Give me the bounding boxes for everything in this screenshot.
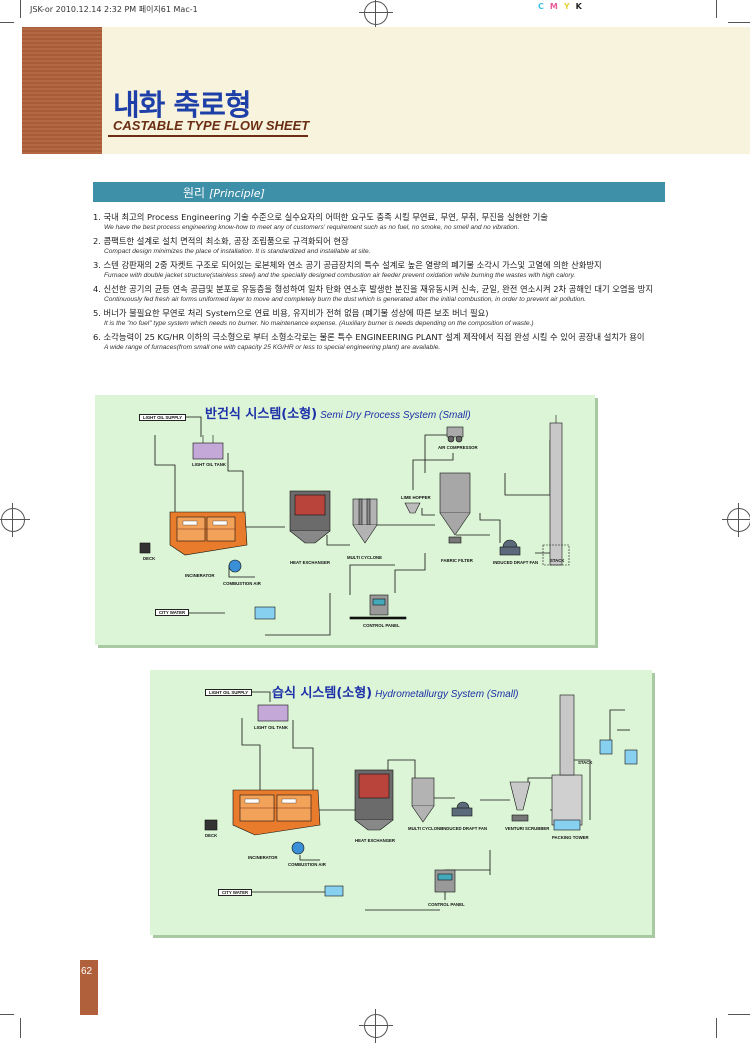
page-number: 62 <box>81 966 93 977</box>
crop-mark <box>728 22 750 23</box>
label-lime-hopper: LIME HOPPER <box>401 495 431 500</box>
label-stack: STACK <box>578 760 593 765</box>
diagram-title-en: Hydrometallurgy System (Small) <box>375 689 519 700</box>
label-city-water: CITY WATER <box>218 889 253 896</box>
registration-mark <box>359 1009 393 1043</box>
item-text-ko: 2. 콤팩트한 설계로 설치 면적의 최소화, 공장 조립품으로 규격화되어 현… <box>93 236 349 246</box>
label-air-compressor: AIR COMPRESSOR <box>438 445 478 450</box>
label-combustion-air: COMBUSTION AIR <box>288 862 326 867</box>
page-number-block <box>80 960 98 1015</box>
section-heading-en: [Principle] <box>209 187 265 200</box>
crop-mark <box>728 1014 750 1015</box>
label-light-oil-supply: LIGHT OIL SUPPLY <box>205 689 253 696</box>
item-text-ko: 5. 버너가 불필요한 무연로 처리 System으로 연료 비용, 유지비가 … <box>93 308 489 318</box>
item-text-en: Furnace with double jacket structure(sta… <box>104 272 576 279</box>
cmyk-marks: CMYK <box>538 2 588 11</box>
label-light-oil-tank: LIGHT OIL TANK <box>192 462 226 467</box>
title-underline <box>108 135 308 137</box>
label-stack: STACK <box>550 558 565 563</box>
label-packing-tower: PACKING TOWER <box>552 835 589 840</box>
label-light-oil-tank: LIGHT OIL TANK <box>254 725 288 730</box>
label-induced-draft-fan: INDUCED DRAFT FAN <box>493 560 539 565</box>
item-text-ko: 3. 스텐 강판재의 2중 자켓트 구조로 되어있는 로본체와 연소 공기 공급… <box>93 260 602 270</box>
header-accent-block <box>22 27 102 154</box>
label-multi-cyclone: MULTI CYCLONE <box>408 826 444 831</box>
registration-mark <box>722 503 750 537</box>
label-control-panel: CONTROL PANEL <box>363 623 400 628</box>
cmyk-c: C <box>538 2 550 11</box>
item-text-en: We have the best process engineering kno… <box>104 224 520 231</box>
crop-mark <box>716 1018 717 1038</box>
section-heading: 원리[Principle] <box>183 184 265 201</box>
crop-mark <box>0 22 14 23</box>
cmyk-m: M <box>549 2 564 11</box>
section-bar <box>93 182 665 202</box>
label-deck: DECK <box>143 556 156 561</box>
item-text-en: Compact design minimizes the place of in… <box>104 248 371 255</box>
label-fabric-filter: FABRIC FILTER <box>441 558 473 563</box>
list-item: 5. 버너가 불필요한 무연로 처리 System으로 연료 비용, 유지비가 … <box>93 308 673 329</box>
header-band <box>22 27 750 154</box>
diagram-title: 반건식 시스템(소형)Semi Dry Process System (Smal… <box>205 403 471 422</box>
diagram-title-en: Semi Dry Process System (Small) <box>320 410 471 421</box>
crop-mark <box>20 0 21 18</box>
hydrometallurgy-diagram: 습식 시스템(소형)Hydrometallurgy System (Small) <box>150 670 652 935</box>
label-city-water: CITY WATER <box>155 609 190 616</box>
crop-mark <box>0 1014 14 1015</box>
diagram-title-ko: 습식 시스템(소형) <box>272 686 373 701</box>
label-heat-exchanger: HEAT EXCHANGER <box>290 560 331 565</box>
item-text-ko: 6. 소각능력이 25 KG/HR 이하의 극소형으로 부터 소형소각로는 물론… <box>93 332 645 342</box>
item-text-en: It is the "no fuel" type system which ne… <box>104 320 534 327</box>
item-text-en: Continuously fed fresh air forms uniform… <box>104 296 586 303</box>
registration-mark <box>0 503 30 537</box>
diagram-title: 습식 시스템(소형)Hydrometallurgy System (Small) <box>272 682 519 701</box>
crop-mark <box>716 0 717 18</box>
list-item: 4. 신선한 공기의 균등 연속 공급및 분포로 유동층을 형성하여 일차 탄화… <box>93 284 673 305</box>
label-deck: DECK <box>205 833 218 838</box>
principle-list: 1. 국내 최고의 Process Engineering 기술 수준으로 실수… <box>93 212 673 356</box>
item-text-ko: 1. 국내 최고의 Process Engineering 기술 수준으로 실수… <box>93 212 548 222</box>
diagram-title-ko: 반건식 시스템(소형) <box>205 407 318 422</box>
crop-mark <box>20 1018 21 1038</box>
label-incinerator: INCINERATOR <box>185 573 215 578</box>
list-item: 1. 국내 최고의 Process Engineering 기술 수준으로 실수… <box>93 212 673 233</box>
label-venturi-scrubber: VENTURI SCRUBBER <box>505 826 550 831</box>
item-text-en: A wide range of furnaces(from small one … <box>104 344 441 351</box>
label-multi-cyclone: MULTI CYCLONE <box>347 555 383 560</box>
list-item: 6. 소각능력이 25 KG/HR 이하의 극소형으로 부터 소형소각로는 물론… <box>93 332 673 353</box>
list-item: 3. 스텐 강판재의 2중 자켓트 구조로 되어있는 로본체와 연소 공기 공급… <box>93 260 673 281</box>
item-text-ko: 4. 신선한 공기의 균등 연속 공급및 분포로 유동층을 형성하여 일차 탄화… <box>93 284 654 294</box>
label-combustion-air: COMBUSTION AIR <box>223 581 261 586</box>
list-item: 2. 콤팩트한 설계로 설치 면적의 최소화, 공장 조립품으로 규격화되어 현… <box>93 236 673 257</box>
page-subtitle: CASTABLE TYPE FLOW SHEET <box>113 118 310 133</box>
hydrometallurgy-flow-drawing <box>204 691 638 911</box>
label-heat-exchanger: HEAT EXCHANGER <box>355 838 396 843</box>
label-induced-draft-fan: INDUCED DRAFT FAN <box>442 826 488 831</box>
label-incinerator: INCINERATOR <box>248 855 278 860</box>
label-light-oil-supply: LIGHT OIL SUPPLY <box>139 414 187 421</box>
semi-dry-flow-drawing <box>139 415 570 636</box>
registration-mark <box>359 0 393 30</box>
semi-dry-diagram: 반건식 시스템(소형)Semi Dry Process System (Smal… <box>95 395 595 645</box>
cmyk-y: Y <box>563 2 576 11</box>
print-header: JSK-or 2010.12.14 2:32 PM 페이지61 Mac-1 <box>30 5 198 14</box>
cmyk-k: K <box>575 2 588 11</box>
section-heading-ko: 원리 <box>183 186 206 200</box>
label-control-panel: CONTROL PANEL <box>428 902 465 907</box>
page-title: 내화 축로형 <box>113 88 251 122</box>
